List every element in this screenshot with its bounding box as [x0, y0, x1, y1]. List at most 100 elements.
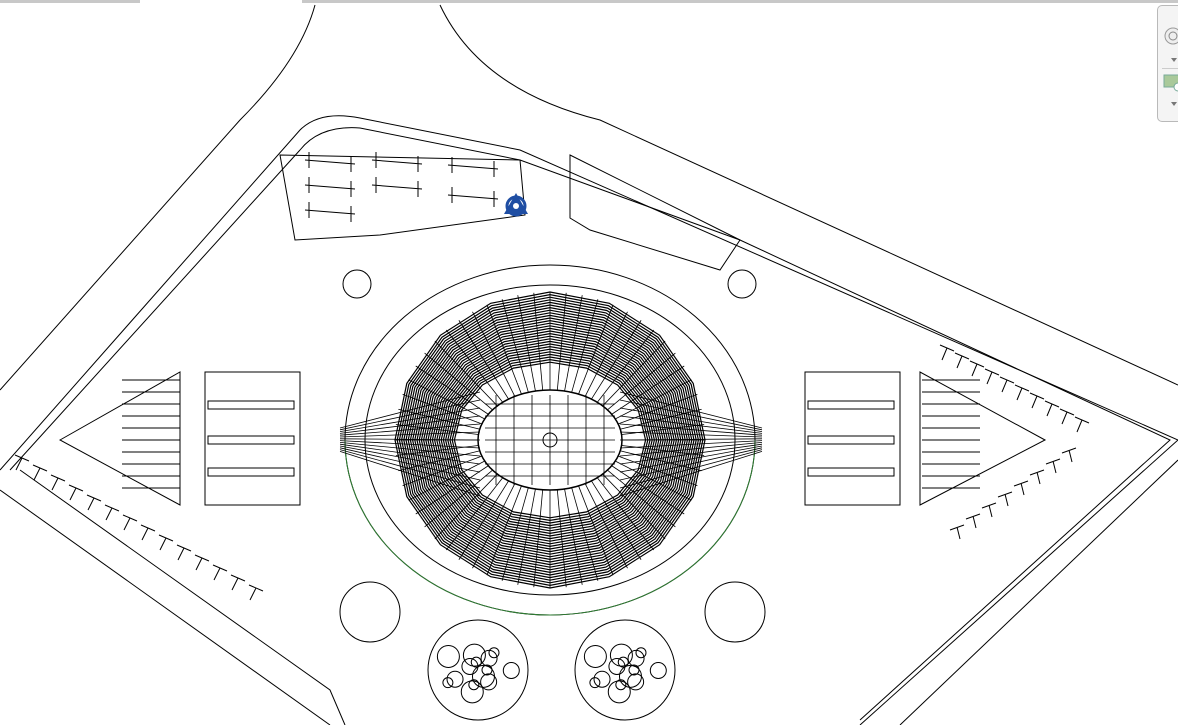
parking-stall: [1059, 408, 1075, 425]
parking-stall: [230, 574, 246, 591]
parking-row: [371, 152, 423, 172]
roof-cable-east: [619, 407, 763, 432]
roof-cable-west: [339, 447, 481, 481]
entrance-plaza-west: [204, 371, 301, 506]
garden-circle: [480, 673, 498, 691]
stadium-truss: [571, 299, 599, 393]
zoom-magnifier-icon[interactable]: [1162, 26, 1178, 48]
stadium-truss: [610, 464, 685, 515]
parking-stall: [1013, 480, 1029, 496]
stadium-truss: [434, 473, 499, 540]
stadium-model: [339, 264, 763, 616]
roof-cable-west: [339, 442, 481, 457]
stadium-truss: [556, 489, 567, 588]
garden-circle: [460, 680, 484, 704]
stadium-truss: [618, 408, 702, 430]
parking-stall: [158, 534, 174, 551]
navigation-bar: [1157, 5, 1178, 122]
roof-cable-east: [619, 423, 763, 436]
stadium-truss: [578, 485, 614, 576]
stadium-truss: [606, 469, 676, 528]
parking-stall: [194, 554, 210, 571]
inner-boundary-sw: [19, 469, 346, 725]
stadium-truss: [596, 329, 655, 404]
garden-circle: [617, 656, 629, 668]
parking-lot-northeast: [569, 154, 741, 271]
stadium-truss: [590, 480, 642, 560]
parking-row: [304, 202, 356, 222]
roof-cable-east: [619, 442, 763, 457]
site-boundary-sw: [0, 489, 331, 725]
triangle-west: [58, 371, 181, 506]
garden-circle: [583, 644, 607, 668]
stadium-truss: [458, 320, 510, 400]
stadium-truss: [415, 464, 490, 515]
garden-circle: [446, 670, 464, 688]
stadium-truss: [556, 292, 567, 391]
roof-cable-east: [619, 415, 763, 434]
garden-circle: [468, 679, 480, 691]
roof-cable-east: [619, 391, 763, 429]
stadium-truss: [486, 304, 522, 395]
site-boundary-north: [0, 115, 1178, 471]
garden-circle: [618, 664, 642, 688]
roof-cable-east: [619, 447, 763, 481]
garden-circle: [442, 677, 454, 689]
stadium-truss: [458, 480, 510, 560]
parking-stall: [999, 376, 1015, 393]
survey-point-icon[interactable]: [504, 193, 528, 217]
stadium-truss: [408, 379, 487, 421]
roof-cable-west: [339, 438, 481, 441]
roof-cable-west: [339, 443, 481, 465]
entrance-plaza-east: [804, 371, 901, 506]
stadium-truss: [578, 304, 614, 395]
stadium-truss: [472, 483, 516, 569]
plaza-circle: [342, 269, 372, 299]
garden-circle: [607, 680, 631, 704]
roof-cable-east: [619, 438, 763, 441]
garden-circle: [593, 670, 611, 688]
roof-cable-west: [339, 449, 481, 489]
view-dropdown-arrow[interactable]: [1171, 102, 1177, 106]
parking-stall: [122, 514, 138, 531]
garden-circle: [635, 647, 647, 659]
roof-cable-east: [619, 431, 763, 438]
stadium-truss: [610, 365, 685, 416]
parking-stall: [1029, 469, 1045, 485]
stadium-truss: [501, 299, 529, 393]
stadium-truss: [517, 488, 536, 585]
center-circle: [542, 432, 558, 448]
fountain-garden: [427, 619, 529, 721]
stadium-truss: [408, 459, 487, 501]
property-line: [344, 439, 756, 616]
parking-stall: [1014, 384, 1030, 401]
stadium-truss: [613, 459, 692, 501]
parking-stall: [140, 524, 156, 541]
bench: [807, 467, 895, 477]
stadium-truss: [601, 340, 666, 407]
stadium-truss: [398, 450, 482, 472]
garden-circle: [627, 673, 645, 691]
garden-circle: [462, 643, 486, 667]
stadium-truss: [613, 379, 692, 421]
garden-circle: [502, 661, 520, 679]
roof-cable-east: [619, 399, 763, 431]
parking-areas: [14, 152, 1090, 601]
view-region-icon[interactable]: [1162, 72, 1178, 94]
garden-circle: [615, 679, 627, 691]
triangle-east: [919, 371, 1047, 506]
roof-cable-east: [619, 440, 763, 449]
stadium-truss: [402, 393, 484, 425]
stadium-truss: [571, 487, 599, 581]
garden-circle: [471, 664, 495, 688]
top-frame-left: [0, 0, 140, 3]
parking-row: [304, 152, 356, 172]
garden-circle: [589, 677, 601, 689]
roof-cable-west: [339, 440, 481, 449]
road-east: [439, 4, 1178, 386]
zoom-dropdown-arrow[interactable]: [1171, 58, 1177, 62]
parking-stall: [86, 494, 102, 511]
parking-stall: [104, 504, 120, 521]
parking-stall: [176, 544, 192, 561]
